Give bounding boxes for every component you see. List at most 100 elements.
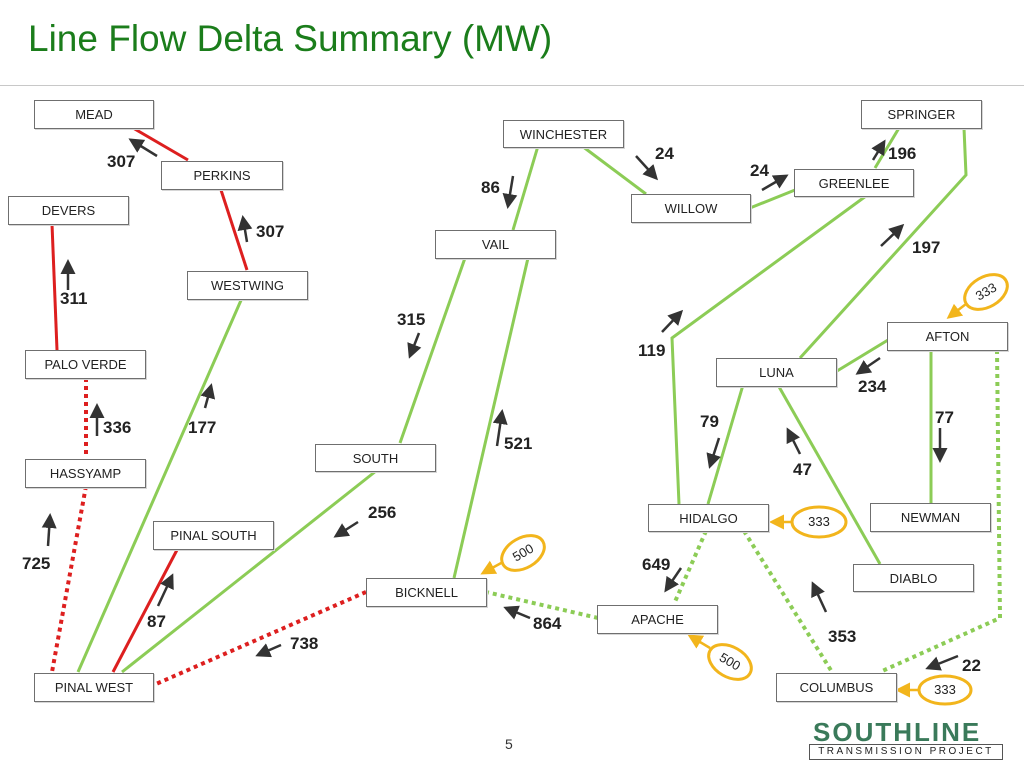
line-willow-greenlee	[749, 188, 796, 210]
line-springer-luna	[798, 127, 968, 360]
flow-label-hassyamp-pinal-west: 725	[22, 554, 51, 573]
node-perkins: PERKINS	[161, 161, 283, 190]
flow-label-south-pinal-west: 256	[368, 503, 397, 522]
line-perkins-westwing	[219, 189, 249, 271]
node-bicknell: BICKNELL	[366, 578, 487, 607]
line-greenlee-springer	[873, 127, 901, 169]
flow-arrow	[156, 573, 174, 607]
node-westwing: WESTWING	[187, 271, 308, 300]
flow-arrow	[503, 605, 531, 620]
logo-wordmark: SOUTHLINE	[813, 717, 982, 747]
line-pinal-south-pinal-west	[111, 547, 180, 673]
flow-label-devers-palo-verde: 311	[60, 289, 88, 308]
flow-arrow	[407, 332, 422, 359]
flow-arrow	[502, 175, 518, 209]
oval-bicknell	[500, 534, 546, 572]
line-winchester-vail	[511, 145, 540, 231]
line-luna-hidalgo	[706, 384, 745, 505]
line-bicknell-pinal-west	[155, 590, 367, 686]
logo-subtitle: TRANSMISSION PROJECT	[809, 744, 1003, 760]
flow-arrow	[200, 383, 216, 409]
flow-label-vail-south: 315	[397, 310, 426, 329]
line-afton-columbus	[879, 349, 1003, 674]
node-palo-verde: PALO VERDE	[25, 350, 146, 379]
line-winchester-willow	[581, 144, 647, 196]
flow-label-pinal-south-pinal-west: 87	[147, 612, 166, 631]
flow-label-hidalgo-columbus: 353	[828, 627, 857, 646]
line-greenlee-hidalgo	[670, 194, 867, 505]
oval-columbus	[917, 674, 973, 706]
flow-label-luna-hidalgo: 79	[700, 412, 719, 431]
flow-label-winchester-vail: 86	[481, 178, 500, 197]
oval-label-hidalgo: 333	[808, 514, 830, 529]
line-hidalgo-apache	[672, 530, 708, 605]
line-mead-perkins	[132, 126, 189, 162]
flow-label-apache-bicknell: 864	[533, 614, 562, 633]
oval-afton	[963, 273, 1009, 311]
flow-label-vail-bicknell: 521	[504, 434, 533, 453]
flow-arrow	[492, 409, 508, 447]
node-vail: VAIL	[435, 230, 556, 259]
node-willow: WILLOW	[631, 194, 751, 223]
flow-label-mead-perkins: 307	[107, 152, 136, 171]
flow-label-palo-verde-hassyamp: 336	[103, 418, 132, 437]
node-diablo: DIABLO	[853, 564, 974, 592]
flow-arrow	[925, 654, 959, 671]
flow-arrow	[237, 215, 253, 243]
flow-label-luna-diablo: 47	[793, 460, 812, 479]
flow-label-willow-greenlee: 24	[750, 161, 769, 180]
flow-label-bicknell-pinal-west: 738	[290, 634, 319, 653]
flow-label-springer-luna: 197	[912, 238, 941, 257]
flow-label-afton-luna: 234	[858, 377, 887, 396]
line-devers-palo-verde	[50, 223, 59, 351]
node-pinal-south: PINAL SOUTH	[153, 521, 274, 550]
flow-label-greenlee-hidalgo: 119	[638, 341, 666, 360]
flow-arrow	[635, 155, 659, 181]
flow-arrow	[871, 139, 886, 161]
flow-arrow	[664, 567, 683, 593]
flow-arrow	[811, 581, 828, 613]
node-springer: SPRINGER	[861, 100, 982, 129]
node-south: SOUTH	[315, 444, 436, 472]
node-afton: AFTON	[887, 322, 1008, 351]
oval-label-columbus: 333	[934, 682, 956, 697]
flow-arrow	[41, 513, 57, 547]
flow-arrow	[333, 520, 359, 538]
node-greenlee: GREENLEE	[794, 169, 914, 197]
flow-arrow	[706, 437, 721, 469]
line-hassyamp-pinal-west	[50, 485, 88, 673]
page-number: 5	[505, 736, 513, 752]
flow-arrow	[855, 356, 881, 375]
line-vail-south	[398, 257, 467, 444]
flow-arrow	[661, 309, 684, 333]
node-luna: LUNA	[716, 358, 837, 387]
southline-logo: SOUTHLINE TRANSMISSION PROJECT	[803, 714, 1008, 764]
title-divider	[0, 85, 1024, 86]
node-hidalgo: HIDALGO	[648, 504, 769, 532]
node-pinal-west: PINAL WEST	[34, 673, 154, 702]
node-newman: NEWMAN	[870, 503, 991, 532]
flow-arrow	[128, 138, 158, 158]
flow-label-hidalgo-apache: 649	[642, 555, 671, 574]
node-winchester: WINCHESTER	[503, 120, 624, 148]
flow-arrow	[786, 427, 802, 455]
oval-apache	[707, 643, 753, 681]
flow-label-afton-newman: 77	[935, 408, 954, 427]
node-hassyamp: HASSYAMP	[25, 459, 146, 488]
line-luna-diablo	[776, 384, 882, 565]
flow-arrow	[255, 643, 282, 658]
node-columbus: COLUMBUS	[776, 673, 897, 702]
oval-arrow	[687, 634, 711, 650]
node-devers: DEVERS	[8, 196, 129, 225]
line-south-pinal-west	[121, 469, 377, 674]
line-westwing-pinal-west	[76, 297, 244, 673]
flow-arrow	[761, 174, 789, 192]
flow-label-winchester-willow: 24	[655, 144, 674, 163]
flow-arrow	[880, 223, 905, 247]
flow-label-afton-columbus: 22	[962, 656, 981, 675]
flow-label-perkins-westwing: 307	[256, 222, 285, 241]
flow-label-greenlee-springer: 196	[888, 144, 917, 163]
node-mead: MEAD	[34, 100, 154, 129]
node-apache: APACHE	[597, 605, 718, 634]
